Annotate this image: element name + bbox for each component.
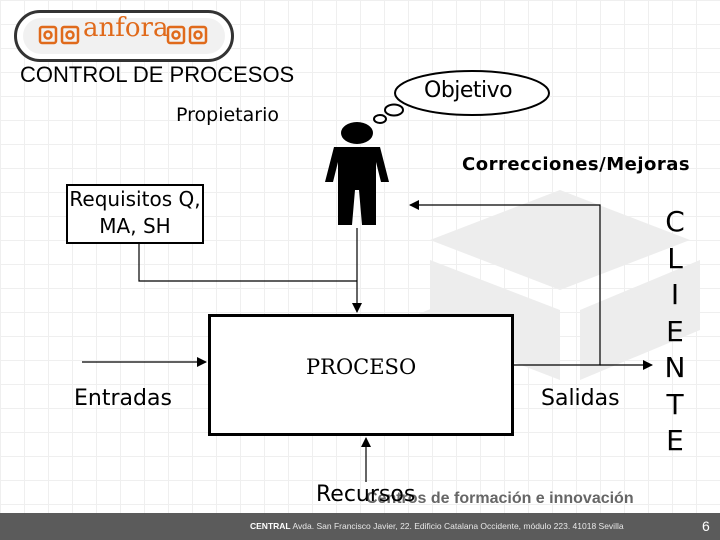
customer-label: C L I E N T E (660, 204, 690, 460)
objective-label: Objetivo (424, 78, 513, 103)
footer-brand: CENTRAL (250, 521, 291, 531)
requirements-box: Requisitos Q, MA, SH (66, 184, 204, 244)
customer-letter: E (666, 314, 684, 348)
page-number: 6 (702, 518, 710, 534)
corrections-label: Correcciones/Mejoras (462, 154, 691, 175)
inputs-label: Entradas (74, 386, 172, 411)
process-label: PROCESO (306, 355, 417, 379)
outputs-label: Salidas (541, 386, 620, 411)
footer-bar (0, 513, 720, 540)
connector-lines (82, 200, 653, 482)
customer-letter: N (664, 351, 686, 384)
owner-label: Propietario (176, 104, 279, 126)
logo-text: anfora (83, 13, 169, 43)
owner-person-icon (325, 122, 389, 225)
slide-title: CONTROL DE PROCESOS (20, 62, 295, 87)
footer-address-text: Avda. San Francisco Javier, 22. Edificio… (292, 521, 624, 531)
footer-address: CENTRAL Avda. San Francisco Javier, 22. … (250, 521, 624, 531)
customer-letter: I (670, 278, 680, 311)
customer-letter: L (667, 241, 683, 275)
customer-letter: C (665, 205, 685, 238)
process-box (208, 314, 514, 436)
customer-letter: E (666, 424, 684, 457)
footer-slogan: Centros de formación e innovación (366, 490, 634, 507)
thought-bubble (373, 70, 550, 124)
resources-label: Recursos (316, 482, 416, 507)
customer-letter: T (666, 387, 684, 421)
